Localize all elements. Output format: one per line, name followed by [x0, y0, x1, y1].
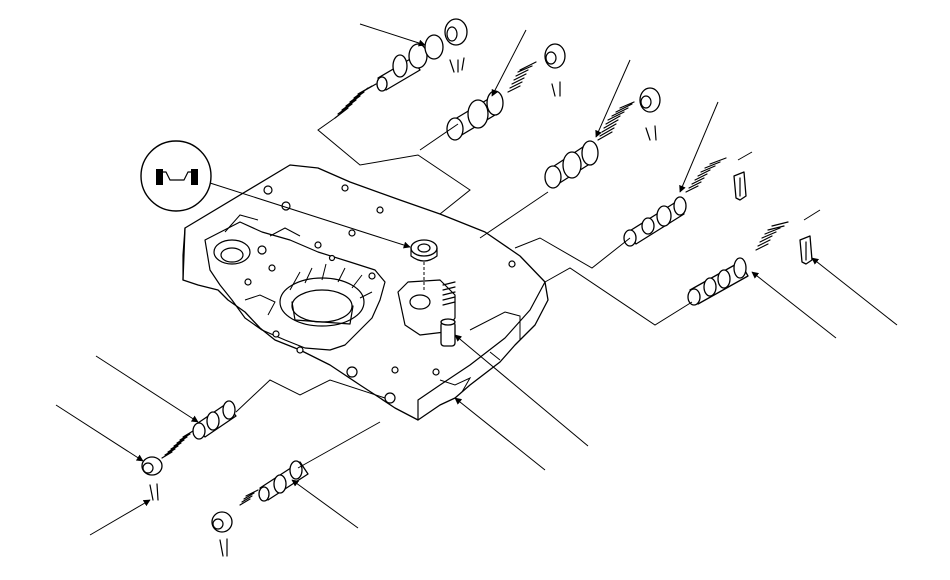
leader-upper-valve-2 [491, 29, 527, 97]
leader-upper-valve-1 [359, 23, 426, 47]
upper-valve-1 [334, 18, 468, 119]
check-ball-seat [410, 239, 438, 290]
leader-lower-left-plug [55, 404, 144, 462]
seal-ring-detail-icon [140, 140, 212, 212]
leader-upper-valve-3 [595, 59, 631, 138]
leader-right-clip [811, 257, 898, 326]
lower-left-valve [161, 400, 237, 459]
lower-left-plug [141, 456, 163, 501]
leader-right-valve [751, 271, 837, 339]
leader-upper-valve-4 [679, 101, 719, 193]
leader-pin [454, 334, 589, 447]
leader-lower-left-valve [95, 355, 199, 423]
leader-callout [209, 182, 411, 249]
leader-body [454, 397, 546, 471]
upper-valve-2 [446, 43, 566, 141]
valve-body [182, 164, 549, 421]
upper-valve-3 [544, 87, 661, 189]
leader-lower-clip [89, 499, 151, 536]
leader-lower-spool [291, 479, 359, 529]
upper-valve-4 [623, 157, 747, 247]
leader-lines [55, 23, 898, 536]
assembly-lines [235, 117, 821, 469]
spring-and-pin [440, 281, 456, 347]
lower-spool-valve [211, 460, 309, 557]
right-valve [687, 221, 813, 306]
